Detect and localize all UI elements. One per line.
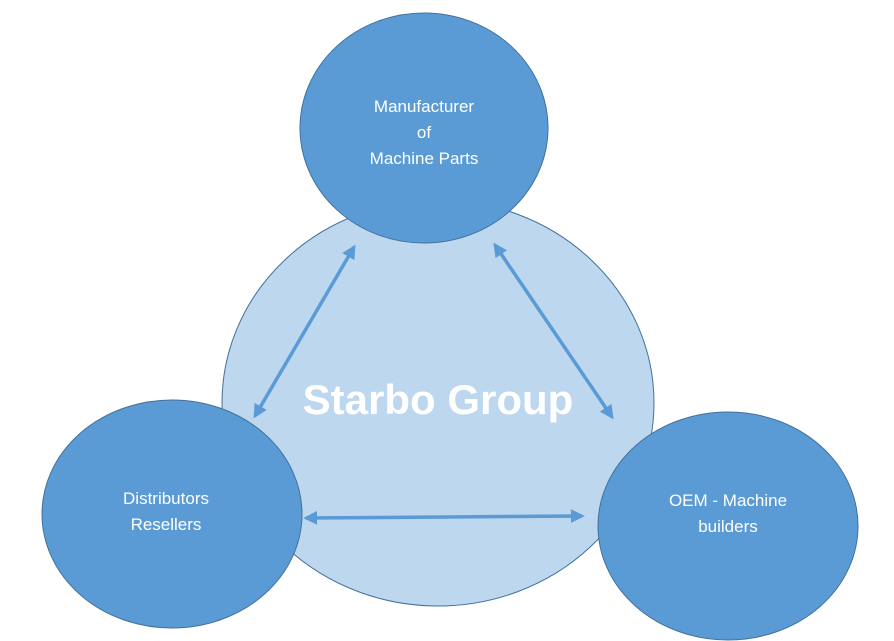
arrow-manufacturer-distributors — [253, 244, 356, 419]
oem-label: OEM - Machine builders — [668, 491, 788, 536]
arrow-manufacturer-oem — [493, 242, 614, 420]
oem-circle — [597, 411, 859, 641]
manufacturer-circle — [299, 12, 549, 244]
distributors-circle — [41, 399, 303, 629]
distributors-label: Distributors Resellers — [123, 489, 209, 534]
center-label: Starbo Group — [302, 376, 574, 423]
manufacturer-label: Manufacturer of Machine Parts — [369, 97, 479, 168]
arrow-distributors-oem — [303, 509, 585, 525]
